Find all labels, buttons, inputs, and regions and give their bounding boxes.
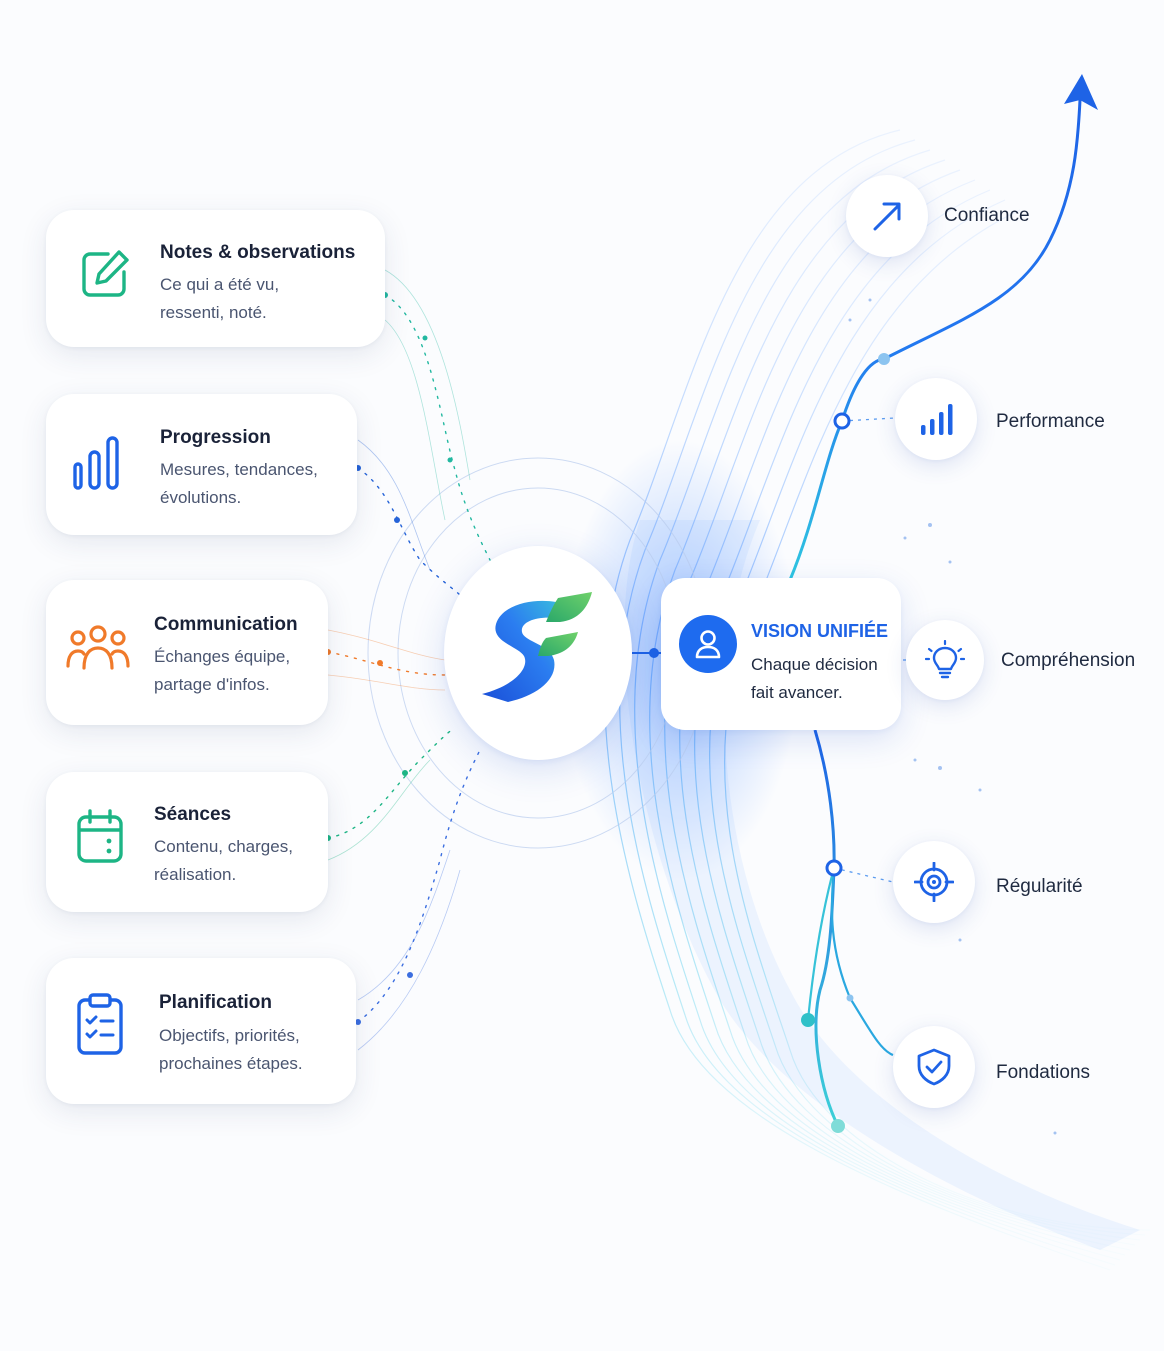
sf-logo	[482, 592, 592, 702]
card-planification: Planification Objectifs, priorités, proc…	[46, 958, 356, 1104]
card-title: Séances	[154, 804, 232, 825]
card-title: Notes & observations	[160, 242, 356, 263]
outcome-label: Compréhension	[1001, 650, 1136, 671]
outcome-label: Confiance	[944, 205, 1030, 226]
arrow-up-right-icon	[873, 202, 901, 231]
vision-card: VISION UNIFIÉE Chaque décision fait avan…	[661, 578, 901, 730]
outcome-label: Fondations	[996, 1062, 1091, 1083]
signal-bars-icon	[921, 404, 953, 435]
node-performance	[895, 378, 977, 460]
card-progression: Progression Mesures, tendances, évolutio…	[46, 394, 357, 535]
node-regularite	[893, 841, 975, 923]
card-description: Contenu, charges, réalisation.	[154, 837, 293, 884]
node-confiance	[846, 175, 928, 257]
shield-check-icon	[917, 1048, 951, 1086]
card-description: Ce qui a été vu, ressenti, noté.	[160, 275, 280, 322]
user-icon	[679, 615, 737, 673]
node-fondations	[893, 1026, 975, 1108]
card-title: Planification	[159, 992, 272, 1013]
card-description: Objectifs, priorités, prochaines étapes.	[159, 1026, 303, 1073]
bar-chart-icon	[73, 436, 119, 490]
calendar-icon	[77, 809, 123, 863]
card-description: Mesures, tendances, évolutions.	[160, 460, 318, 507]
vision-title: VISION UNIFIÉE	[751, 621, 889, 641]
clipboard-checklist-icon	[77, 993, 123, 1055]
card-title: Progression	[160, 427, 271, 448]
team-icon	[66, 625, 130, 670]
card-title: Communication	[154, 614, 298, 635]
node-comprehension	[906, 620, 984, 700]
card-notes-observations: Notes & observations Ce qui a été vu, re…	[46, 210, 385, 347]
outcome-label: Régularité	[996, 876, 1083, 897]
card-description: Échanges équipe, partage d'infos.	[154, 647, 291, 694]
target-icon	[914, 862, 954, 902]
lightbulb-icon	[925, 640, 965, 679]
outcome-label: Performance	[996, 411, 1105, 432]
vision-description: Chaque décision fait avancer.	[751, 655, 878, 702]
edit-note-icon	[82, 250, 129, 297]
card-communication: Communication Échanges équipe, partage d…	[46, 580, 328, 725]
card-seances: Séances Contenu, charges, réalisation.	[46, 772, 328, 912]
central-hub	[444, 546, 632, 760]
